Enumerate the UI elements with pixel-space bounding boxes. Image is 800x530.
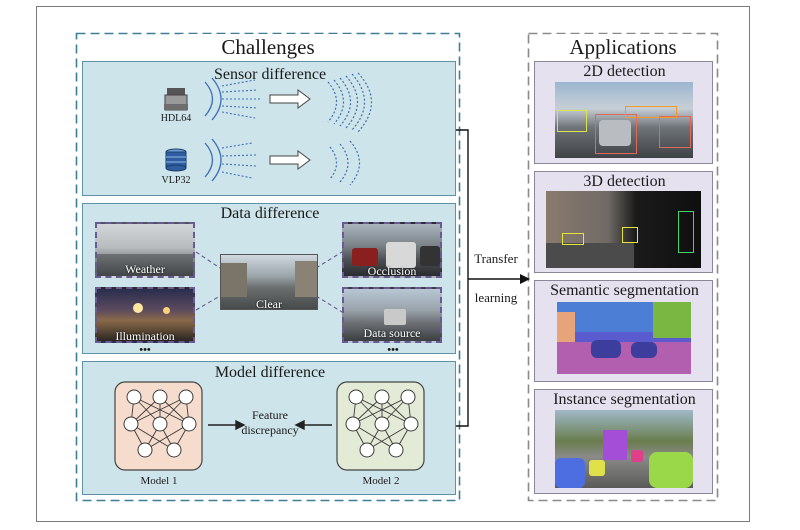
model-1-label: Model 1 — [140, 475, 178, 487]
feature-discrepancy-line2: discrepancy — [241, 423, 299, 437]
weather-label: Weather — [125, 262, 165, 276]
sensor-vlp32-label: VLP32 — [161, 175, 191, 186]
data-source-image — [342, 287, 442, 343]
signal-waves-icon — [204, 77, 222, 182]
challenges-title: Challenges — [180, 34, 356, 60]
lidar-hdl64-icon — [164, 88, 188, 111]
illumination-label: Illumination — [115, 329, 175, 343]
data-difference-title: Data difference — [220, 205, 320, 222]
occlusion-label: Occlusion — [367, 264, 417, 278]
app-3d-detection-image — [546, 191, 701, 268]
weather-image — [95, 222, 195, 278]
data-ellipsis-left: ••• — [139, 344, 151, 356]
data-ellipsis-right: ••• — [387, 344, 399, 356]
transfer-line1: Transfer — [474, 251, 518, 266]
app-3d-detection-title: 3D detection — [583, 173, 666, 190]
arrow-right-icon — [269, 89, 311, 170]
clear-image — [220, 254, 318, 310]
applications-title: Applications — [550, 34, 696, 60]
app-2d-detection-image — [555, 82, 693, 158]
app-semantic-segmentation-image — [557, 302, 691, 374]
sensor-hdl64-label: HDL64 — [160, 113, 192, 124]
app-instance-segmentation-title: Instance segmentation — [553, 391, 696, 408]
app-semantic-segmentation-title: Semantic segmentation — [550, 282, 699, 299]
data-source-label: Data source — [363, 326, 421, 340]
model-difference-title: Model difference — [214, 364, 326, 381]
transfer-line2: learning — [474, 290, 518, 305]
feature-discrepancy-line1: Feature — [252, 408, 288, 422]
occlusion-image — [342, 222, 442, 278]
lidar-vlp32-icon — [165, 148, 187, 172]
app-2d-detection-title: 2D detection — [583, 63, 666, 80]
sensor-difference-title: Sensor difference — [213, 66, 327, 83]
clear-label: Clear — [256, 297, 282, 311]
sensor-difference-panel: Sensor difference — [82, 61, 456, 196]
figure-frame — [36, 6, 750, 522]
transfer-arrowhead — [520, 274, 530, 284]
illumination-image — [95, 287, 195, 343]
model-2-label: Model 2 — [362, 475, 400, 487]
app-instance-segmentation-image — [555, 410, 693, 488]
